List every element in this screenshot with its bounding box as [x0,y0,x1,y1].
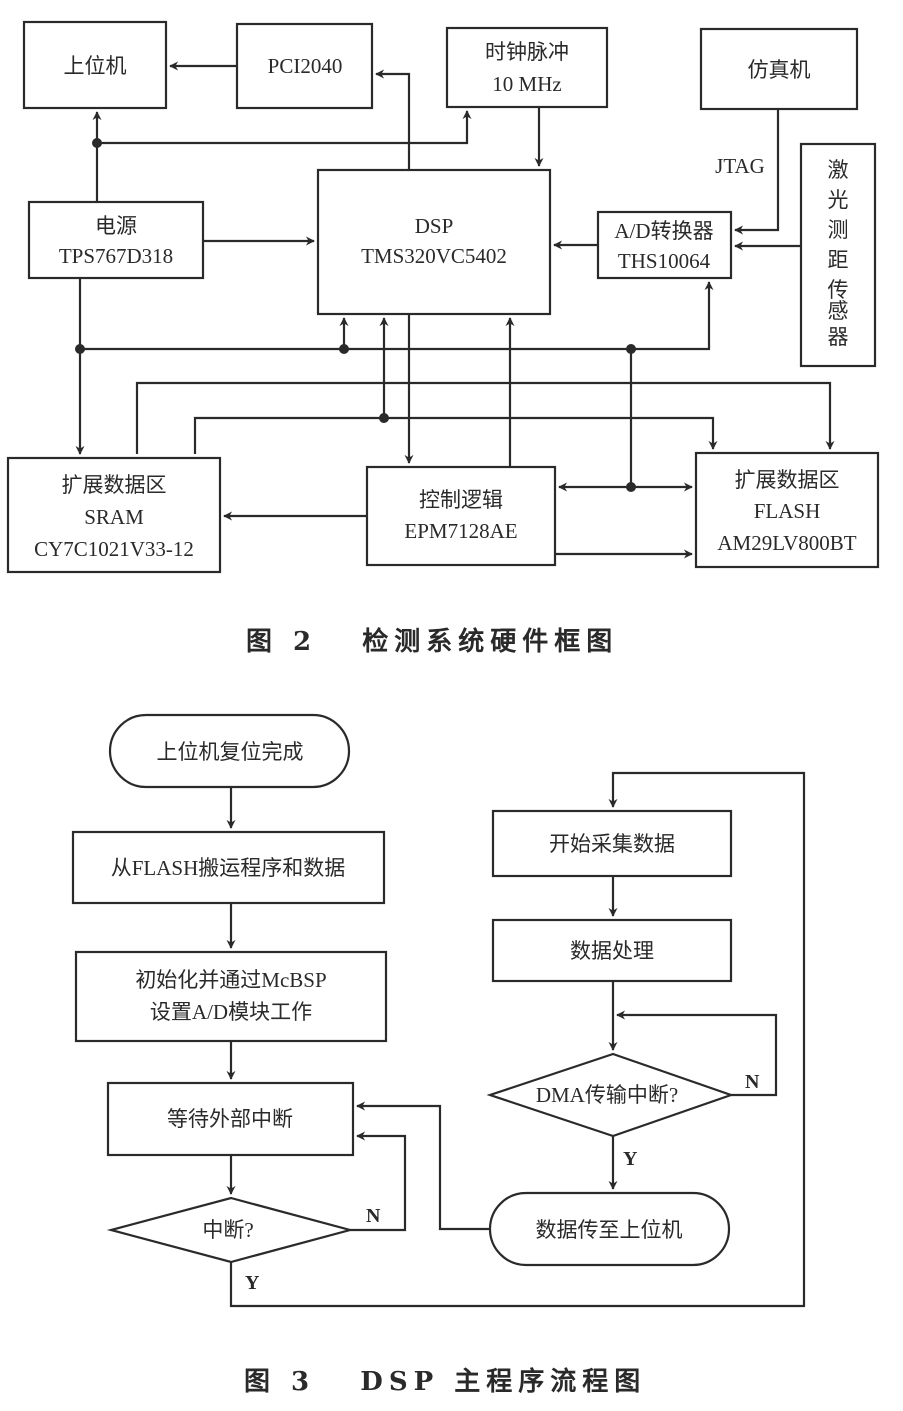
block-host-label: 上位机 [64,54,127,78]
decision-irq-label: 中断? [202,1218,253,1242]
flow-irq-yes-loop [229,771,806,1308]
wire-dsp-to-pci [375,69,411,170]
figure-3-caption: 图 3 DSP 主程序流程图 [244,1366,646,1397]
block-cpld-label-2: EPM7128AE [404,519,517,543]
wire-bus-a [135,381,835,454]
step-wait-label: 等待外部中断 [167,1107,293,1131]
step-process: 数据处理 [491,918,733,983]
block-flash-label-2: FLASH [754,499,821,523]
dma-no-label: N [745,1071,760,1093]
fig2-connections [75,61,835,559]
flow-dma-no [616,1010,778,1097]
step-load-label: 从FLASH搬运程序和数据 [111,856,346,880]
block-sram-label-1: 扩展数据区 [62,473,167,497]
block-sram: 扩展数据区 SRAM CY7C1021V33-12 [6,456,222,574]
block-sram-label-2: SRAM [84,505,144,529]
step-acquire-label: 开始采集数据 [549,832,675,856]
step-load: 从FLASH搬运程序和数据 [71,830,386,905]
figure-2-hardware-block-diagram: 上位机 PCI2040 时钟脉冲 10 MHz 仿真机 JTAG 激 光 测 距… [6,20,880,657]
step-start-label: 上位机复位完成 [157,740,304,764]
step-acquire: 开始采集数据 [491,809,733,878]
sensor-char: 测 [828,218,849,242]
block-emulator: 仿真机 [699,27,859,111]
block-clock-label-2: 10 MHz [492,72,561,96]
wire-emulator-jtag [734,109,780,235]
step-send-label: 数据传至上位机 [536,1218,683,1242]
wire-bus-b [193,416,718,454]
block-cpld: 控制逻辑 EPM7128AE [365,465,557,567]
block-cpld-label-1: 控制逻辑 [419,488,503,512]
step-send-terminal: 数据传至上位机 [488,1191,731,1267]
decision-dma-label: DMA传输中断? [536,1083,678,1107]
block-power-label-1: 电源 [95,214,137,238]
block-adc-label-1: A/D转换器 [614,219,713,243]
decision-dma: DMA传输中断? [486,1052,735,1138]
junction-dot [626,482,636,492]
block-dsp: DSP TMS320VC5402 [316,168,552,316]
sensor-char: 器 [828,325,849,349]
irq-no-label: N [366,1205,381,1227]
block-pci2040-label: PCI2040 [268,54,343,78]
step-init: 初始化并通过McBSP 设置A/D模块工作 [74,950,388,1043]
sensor-char: 距 [828,248,849,272]
step-start-terminal: 上位机复位完成 [108,713,351,789]
sensor-char: 传 [828,278,849,302]
sensor-char: 激 [828,158,849,182]
junction-dot [626,344,636,354]
step-process-label: 数据处理 [570,939,654,963]
wire-power-to-clock [97,110,472,145]
block-clock: 时钟脉冲 10 MHz [445,26,609,109]
fig2-junction-dots [75,138,636,492]
figure-2-caption: 图 2 检测系统硬件框图 [246,626,618,657]
sensor-char: 光 [828,188,849,212]
figure-3-flowchart: 上位机复位完成 从FLASH搬运程序和数据 初始化并通过McBSP 设置A/D模… [71,713,806,1397]
block-emulator-label: 仿真机 [748,58,811,82]
block-laser-sensor: 激 光 测 距 传 感 器 [799,142,877,368]
block-clock-label-1: 时钟脉冲 [485,40,569,64]
junction-dot [75,344,85,354]
block-flash-label-3: AM29LV800BT [717,531,856,555]
dma-yes-label: Y [623,1148,638,1170]
step-init-label-2: 设置A/D模块工作 [150,1000,312,1024]
block-flash: 扩展数据区 FLASH AM29LV800BT [694,451,880,569]
step-init-label-1: 初始化并通过McBSP [135,968,326,992]
block-flash-label-1: 扩展数据区 [735,468,840,492]
step-wait: 等待外部中断 [106,1081,355,1157]
jtag-label: JTAG [715,154,765,178]
block-power: 电源 TPS767D318 [27,200,205,280]
junction-dot [92,138,102,148]
block-sram-label-3: CY7C1021V33-12 [34,537,194,561]
block-pci2040: PCI2040 [235,22,374,110]
sensor-char: 感 [828,299,849,323]
wire-power-rail [80,281,714,351]
decision-irq: 中断? [106,1196,355,1264]
fig3-connections [226,771,806,1308]
junction-dot [379,413,389,423]
block-host: 上位机 [22,20,168,110]
flow-irq-no [350,1131,407,1232]
block-adc: A/D转换器 THS10064 [596,210,733,280]
junction-dot [339,344,349,354]
block-dsp-label-2: TMS320VC5402 [361,244,507,268]
block-adc-label-2: THS10064 [618,249,711,273]
irq-yes-label: Y [245,1272,260,1294]
block-dsp-label-1: DSP [415,214,454,238]
flow-send-to-wait [356,1101,490,1231]
block-power-label-2: TPS767D318 [59,244,173,268]
